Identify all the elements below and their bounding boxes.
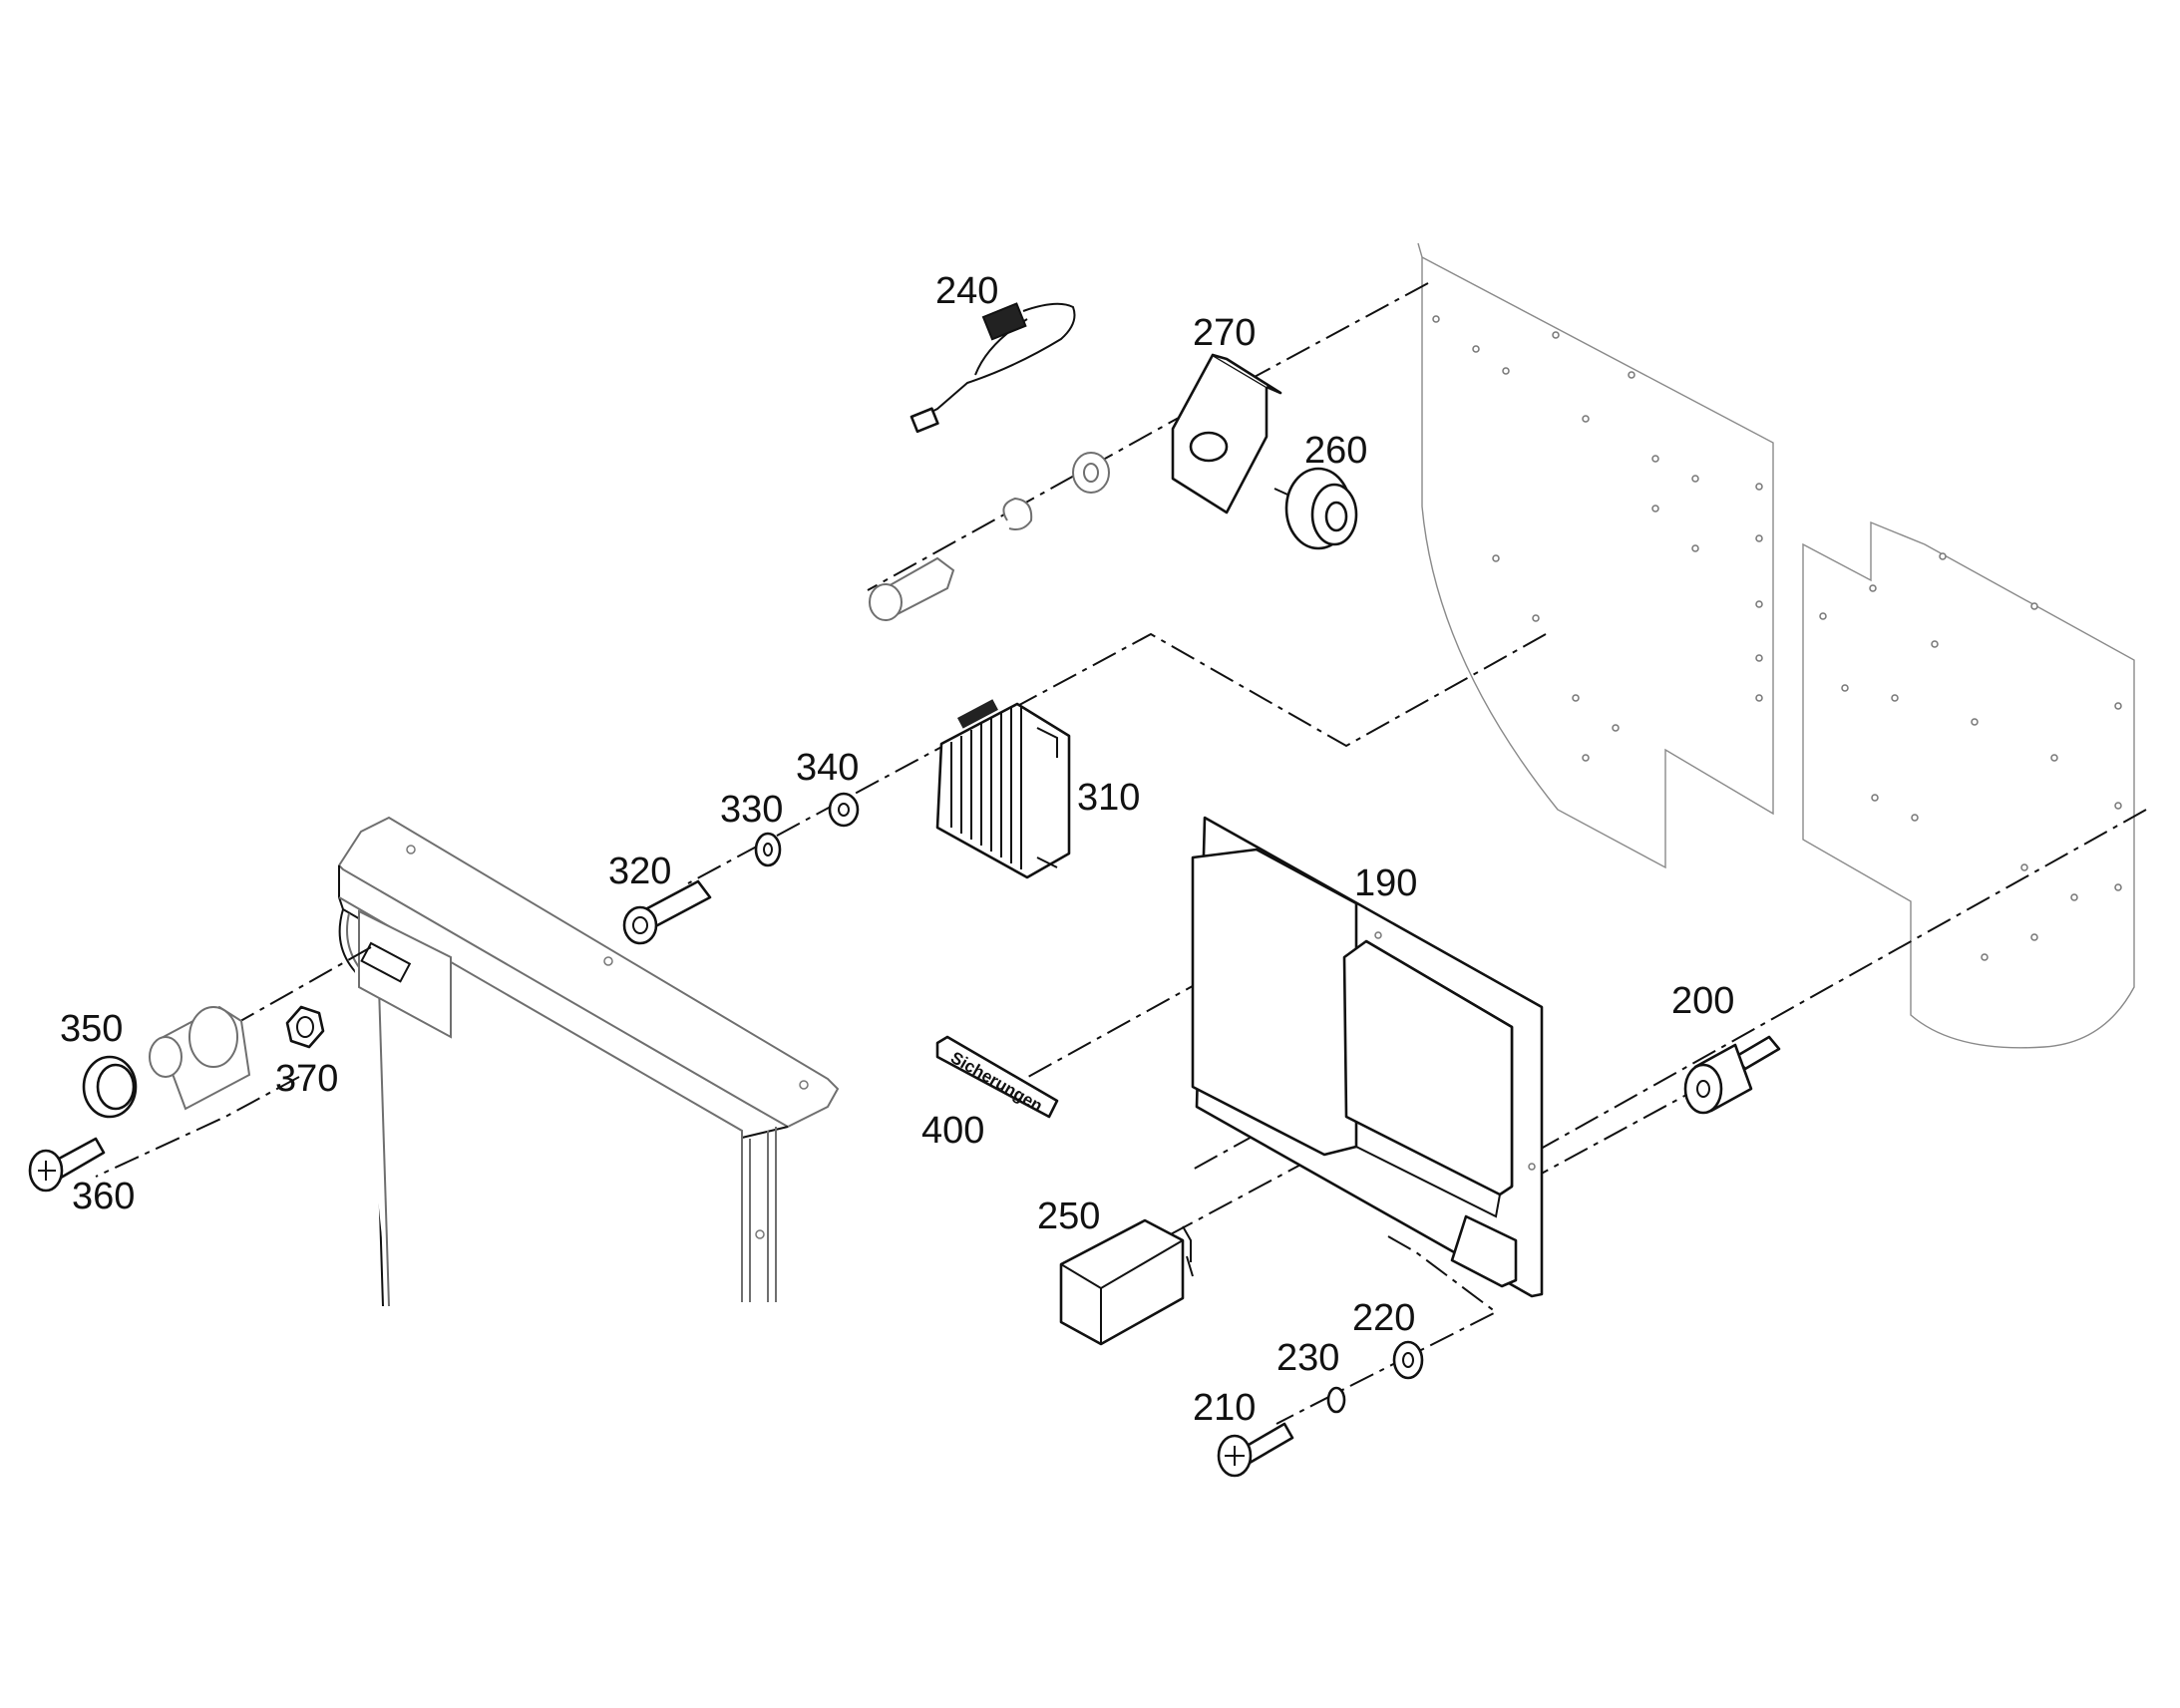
- upper-hardware: [869, 452, 1110, 621]
- screw-210: [1217, 1422, 1294, 1478]
- label-plate-text: Sicherungen: [947, 1048, 1046, 1116]
- spacer-200: [1683, 1035, 1781, 1115]
- back-panel-left: [1417, 242, 1774, 869]
- side-housing: [337, 816, 840, 1307]
- socket-350: [82, 1005, 251, 1119]
- washer-340: [828, 792, 860, 828]
- callout-190: 190: [1354, 862, 1417, 904]
- washer-330: [754, 832, 782, 867]
- callout-210: 210: [1193, 1387, 1256, 1429]
- nut-370: [285, 1005, 325, 1049]
- callout-340: 340: [796, 747, 859, 789]
- relay-250: [1059, 1218, 1194, 1346]
- callout-360: 360: [72, 1176, 135, 1217]
- callout-230: 230: [1276, 1337, 1339, 1379]
- callout-320: 320: [608, 851, 671, 892]
- callout-310: 310: [1077, 777, 1140, 819]
- back-panel-right: [1802, 520, 2135, 1049]
- module-310: [935, 699, 1071, 879]
- callout-220: 220: [1352, 1297, 1415, 1339]
- callout-330: 330: [720, 789, 783, 831]
- cable-harness-240: [909, 302, 1076, 434]
- callout-270: 270: [1193, 312, 1256, 354]
- callout-240: 240: [935, 270, 998, 312]
- label-plate-400: Sicherungen: [935, 1035, 1059, 1119]
- control-board-190: [1191, 816, 1544, 1298]
- callout-200: 200: [1671, 980, 1734, 1022]
- washer-220: [1392, 1340, 1424, 1380]
- screw-320: [622, 879, 712, 945]
- callout-260: 260: [1304, 430, 1367, 472]
- callout-370: 370: [275, 1058, 338, 1100]
- callout-350: 350: [60, 1008, 123, 1050]
- screw-360: [28, 1137, 106, 1193]
- bracket-270: [1171, 353, 1282, 514]
- callout-400: 400: [921, 1110, 984, 1152]
- callout-labels: 240 270 260 340 330 320 310 190 200 350 …: [60, 270, 1734, 1429]
- knob-260: [1273, 467, 1358, 550]
- callout-250: 250: [1037, 1196, 1100, 1237]
- lock-washer-230: [1326, 1386, 1346, 1414]
